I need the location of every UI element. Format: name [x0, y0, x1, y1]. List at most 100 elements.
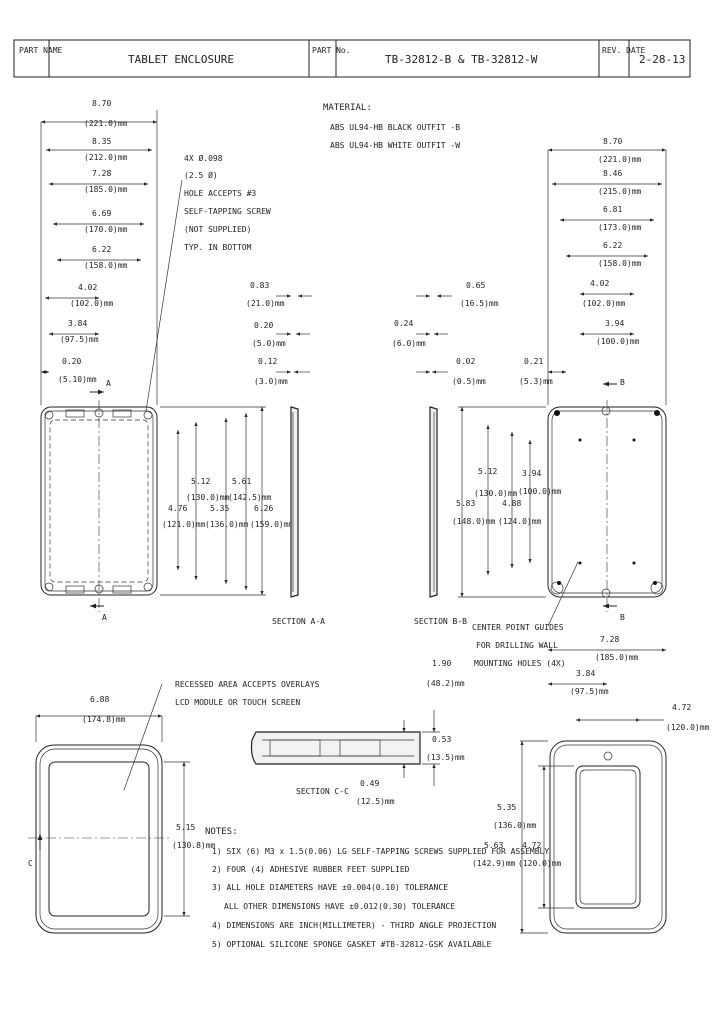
section-marker-a-top: A	[106, 379, 111, 388]
section-marker-a-bottom: A	[102, 613, 107, 622]
dim-053: 0.53	[432, 735, 451, 744]
dim-835-mm: (212.0)mm	[84, 153, 128, 162]
dim-626: 6.26	[254, 504, 273, 513]
dim-190: 1.90	[432, 659, 451, 668]
section-marker-b-top: B	[620, 378, 625, 387]
dim-083-mm: (21.0)mm	[246, 299, 285, 308]
dim-back-512: 5.12	[478, 467, 497, 476]
note-2: 2) FOUR (4) ADHESIVE RUBBER FEET SUPPLIE…	[212, 865, 410, 874]
dim-back-681-mm: (173.0)mm	[598, 223, 642, 232]
dim-870-mm: (221.0)mm	[84, 119, 128, 128]
note-1: 1) SIX (6) M3 x 1.5(0.06) LG SELF-TAPPIN…	[212, 847, 549, 856]
dim-back-622: 6.22	[603, 241, 622, 250]
section-c-c-label: SECTION C-C	[296, 787, 349, 796]
dim-472-mm: (120.0)mm	[518, 859, 562, 868]
dim-back-728-mm: (185.0)mm	[595, 653, 639, 662]
dim-back-394-mm: (100.0)mm	[596, 337, 640, 346]
callout-center-2: FOR DRILLING WALL	[476, 641, 558, 650]
back-view: B B 8.70 (221.0)mm 8.46 (215.0)mm 6.81 (…	[452, 137, 667, 696]
dim-back-583: 5.83	[456, 499, 475, 508]
callout-screw-4: SELF-TAPPING SCREW	[184, 207, 271, 216]
dim-back-384: 3.84	[576, 669, 595, 678]
dim-024: 0.24	[394, 319, 413, 328]
dim-back-622-mm: (158.0)mm	[598, 259, 642, 268]
callout-recessed-2: LCD MODULE OR TOUCH SCREEN	[175, 698, 300, 707]
dim-622: 6.22	[92, 245, 111, 254]
dim-476: 4.76	[168, 504, 187, 513]
dim-012: 0.12	[258, 357, 277, 366]
dim-728: 7.28	[92, 169, 111, 178]
dim-626-mm: (159.0)mm	[250, 520, 294, 529]
dim-190-mm: (48.2)mm	[426, 679, 465, 688]
dim-728-mm: (185.0)mm	[84, 185, 128, 194]
material-label: MATERIAL:	[323, 103, 372, 113]
dim-669: 6.69	[92, 209, 111, 218]
section-marker-c: C	[28, 859, 33, 868]
material-line-2: ABS UL94-HB WHITE OUTFIT -W	[330, 141, 460, 150]
dim-472b-mm: (120.0)mm	[666, 723, 710, 732]
dim-049-mm: (12.5)mm	[356, 797, 395, 806]
dim-512-mm: (130.0)mm	[186, 493, 230, 502]
section-a-a-label: SECTION A-A	[272, 617, 325, 626]
dim-535-bottom-mm: (136.0)mm	[493, 821, 537, 830]
section-a-a: 0.83 (21.0)mm 0.20 (5.0)mm 0.12 (3.0)mm …	[246, 281, 325, 626]
dim-002-mm: (0.5)mm	[452, 377, 486, 386]
dim-065: 0.65	[466, 281, 485, 290]
dim-back-870-mm: (221.0)mm	[598, 155, 642, 164]
dim-402-mm: (102.0)mm	[70, 299, 114, 308]
callout-screw-5: (NOT SUPPLIED)	[184, 225, 251, 234]
dim-012-mm: (3.0)mm	[254, 377, 288, 386]
dim-back-384-mm: (97.5)mm	[570, 687, 609, 696]
bottom-right-view: 5.35 (136.0)mm 5.63 (142.9)mm 4.72 (120.…	[472, 703, 710, 934]
front-view: A A 8.70 (221.0)mm 8.35 (212.0)mm 7.28 (…	[40, 99, 294, 622]
dim-back-870: 8.70	[603, 137, 622, 146]
callout-center-1: CENTER POINT GUIDES	[472, 623, 564, 632]
section-b-b: 0.65 (16.5)mm 0.24 (6.0)mm 0.02 (0.5)mm …	[392, 281, 499, 626]
dim-back-394v: 3.94	[522, 469, 541, 478]
dim-065-mm: (16.5)mm	[460, 299, 499, 308]
title-block: PART NAME TABLET ENCLOSURE PART No. TB-3…	[13, 39, 691, 78]
dim-back-488: 4.88	[502, 499, 521, 508]
dim-472b: 4.72	[672, 703, 691, 712]
part-number: TB-32812-B & TB-32812-W	[385, 53, 538, 66]
callout-screw-1: 4X Ø.098	[184, 153, 223, 163]
dim-561-mm: (142.5)mm	[228, 493, 272, 502]
dim-002: 0.02	[456, 357, 475, 366]
notes-title: NOTES:	[205, 827, 238, 837]
callout-center-3: MOUNTING HOLES (4X)	[474, 659, 566, 668]
rev-date-label: REV. DATE	[602, 46, 646, 55]
dim-back-402: 4.02	[590, 279, 609, 288]
dim-669-mm: (170.0)mm	[84, 225, 128, 234]
dim-back-846-mm: (215.0)mm	[598, 187, 642, 196]
callout-screw-6: TYP. IN BOTTOM	[184, 243, 252, 252]
dim-049: 0.49	[360, 779, 379, 788]
dim-535: 5.35	[210, 504, 229, 513]
dim-561: 5.61	[232, 477, 251, 486]
dim-021-mm: (5.3)mm	[519, 377, 553, 386]
dim-back-583-mm: (148.0)mm	[452, 517, 496, 526]
material-block: MATERIAL: ABS UL94-HB BLACK OUTFIT -B AB…	[323, 103, 460, 150]
note-5: 5) OPTIONAL SILICONE SPONGE GASKET #TB-3…	[212, 940, 492, 949]
callout-screw-2: (2.5 Ø)	[184, 170, 218, 180]
section-c-c: 1.90 (48.2)mm 0.53 (13.5)mm 0.49 (12.5)m…	[250, 659, 465, 806]
dim-563: 5.63	[484, 841, 503, 850]
callout-recessed-1: RECESSED AREA ACCEPTS OVERLAYS	[175, 680, 320, 689]
note-3b: ALL OTHER DIMENSIONS HAVE ±0.012(0.30) T…	[224, 902, 455, 911]
dim-688-mm: (174.8)mm	[82, 715, 126, 724]
section-marker-b-bottom: B	[620, 613, 625, 622]
dim-472: 4.72	[522, 841, 541, 850]
callout-screw-3: HOLE ACCEPTS #3	[184, 189, 256, 198]
dim-020-side-mm: (5.0)mm	[252, 339, 286, 348]
dim-402: 4.02	[78, 283, 97, 292]
rev-date: 2-28-13	[639, 53, 685, 66]
dim-476-mm: (121.0)mm	[162, 520, 206, 529]
dim-053-mm: (13.5)mm	[426, 753, 465, 762]
dim-020-mm: (5.10)mm	[58, 375, 97, 384]
part-name-label: PART NAME	[19, 46, 63, 55]
dim-back-402-mm: (102.0)mm	[582, 299, 626, 308]
dim-083: 0.83	[250, 281, 269, 290]
dim-535-mm: (136.0)mm	[205, 520, 249, 529]
dim-back-488-mm: (124.0)mm	[498, 517, 542, 526]
